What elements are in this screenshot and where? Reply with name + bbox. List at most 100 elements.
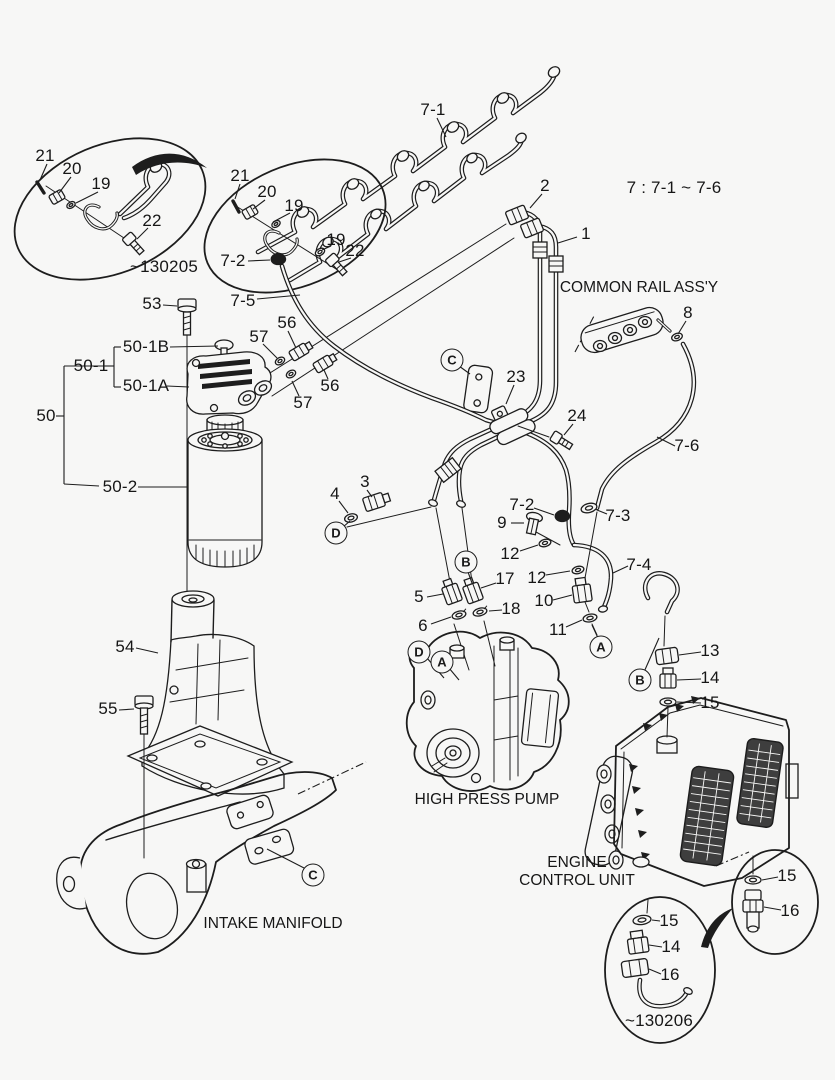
bolt-24: [549, 430, 574, 451]
leader-line: [557, 236, 578, 244]
part-label-19: 19: [284, 196, 304, 215]
part-label-11: 11: [548, 620, 568, 639]
part-label-9: 9: [497, 513, 507, 532]
leader-line: [480, 582, 497, 589]
leader-line: [529, 193, 543, 209]
part-label-21: 21: [230, 166, 250, 185]
pin-21: [35, 180, 46, 195]
leader-line: [676, 678, 702, 681]
clamp-7-2: [270, 252, 287, 266]
part-label-7-4: 7-4: [626, 555, 652, 574]
washer-15: [659, 697, 677, 707]
nut-16: [620, 958, 650, 978]
leader-line: [467, 571, 473, 584]
view-callout-D: D: [407, 640, 431, 664]
view-callout-C: C: [440, 348, 464, 372]
fitting-17: [462, 576, 484, 605]
leader-line: [676, 701, 702, 704]
leader-line: [252, 199, 266, 210]
leader-line: [136, 227, 149, 240]
fitting-16: [742, 889, 764, 933]
washer-7-3: [580, 502, 598, 514]
assembly-arrow-icons: [629, 696, 700, 860]
part-label-12: 12: [527, 568, 547, 587]
common-rail-title: COMMON RAIL ASS'Y: [559, 279, 719, 296]
leader-line: [612, 565, 629, 574]
fitting-14: [659, 667, 677, 689]
leader-line: [118, 708, 135, 711]
washer-15: [744, 875, 762, 885]
ecu-connector: [736, 737, 784, 829]
bolt-55: [134, 695, 154, 735]
swoosh-arrow-icon: [132, 153, 207, 175]
part-label-4: 4: [330, 484, 340, 503]
serial-note-130205: ~130205: [129, 257, 199, 276]
mid-fittings: [343, 492, 611, 671]
part-label-14: 14: [700, 668, 720, 687]
view-callout-B: B: [454, 550, 478, 574]
leader-line: [677, 320, 687, 335]
view-callout-A: A: [589, 635, 613, 659]
fitting-5: [441, 577, 463, 606]
part-label-53: 53: [142, 294, 162, 313]
serial-note-130206: ~130206: [624, 1011, 694, 1030]
part-label-12: 12: [500, 544, 520, 563]
ecu-title-line2: CONTROL UNIT: [519, 872, 635, 889]
clamp-23: [489, 405, 536, 446]
part-label-15: 15: [777, 866, 797, 885]
filter-canister-50-2: [187, 414, 263, 568]
part-label-57: 57: [249, 327, 269, 346]
pipe-union-nuts: [296, 66, 561, 248]
fitting-3: [362, 492, 392, 512]
leader-line: [533, 507, 555, 516]
part-label-20: 20: [257, 182, 277, 201]
washer-6: [451, 608, 467, 620]
washer-19: [66, 200, 76, 210]
part-label-7-5: 7-5: [230, 291, 256, 310]
note-range: 7 : 7-1 ~ 7-6: [626, 178, 722, 197]
part-label-15: 15: [659, 911, 679, 930]
part-label-50-1B: 50-1B: [122, 337, 170, 356]
part-label-19: 19: [326, 230, 346, 249]
leader-line: [338, 257, 352, 263]
leader-line: [247, 259, 271, 262]
leader-line: [596, 509, 608, 515]
filter-label-brackets: [56, 345, 219, 488]
washer-4: [343, 513, 359, 523]
leader-line: [430, 616, 452, 625]
view-callout-B: B: [628, 668, 652, 692]
pipe-clamp-group: [282, 266, 574, 545]
leader-line: [761, 876, 779, 881]
part-label-22: 22: [142, 211, 162, 230]
return-pipe-13-group: [645, 573, 679, 738]
detail-ellipse-sensor: [731, 849, 819, 955]
part-label-7-1: 7-1: [420, 100, 446, 119]
leader-line: [262, 343, 278, 359]
part-label-55: 55: [98, 699, 118, 718]
leader-line: [656, 436, 676, 447]
leader-line: [678, 651, 702, 656]
leader-line: [366, 489, 373, 498]
part-label-5: 5: [414, 587, 424, 606]
part-label-50-1A: 50-1A: [122, 376, 170, 395]
bolt-22: [122, 231, 145, 256]
view-callout-A: A: [430, 650, 454, 674]
intake-manifold: [56, 761, 367, 955]
part-label-14: 14: [661, 937, 681, 956]
leader-line: [321, 245, 332, 251]
part-label-18: 18: [501, 599, 521, 618]
high-press-pump-title: HIGH PRESS PUMP: [414, 791, 560, 808]
rail-ports: [592, 315, 653, 353]
part-label-21: 21: [35, 146, 55, 165]
washer-12: [538, 538, 552, 548]
leader-line: [552, 594, 573, 601]
washer-8: [671, 332, 683, 342]
part-label-54: 54: [115, 637, 135, 656]
part-label-50: 50: [36, 406, 56, 425]
leader-line: [291, 380, 300, 397]
leader-line: [39, 163, 48, 181]
leader-line: [338, 500, 349, 514]
part-label-8: 8: [683, 303, 693, 322]
